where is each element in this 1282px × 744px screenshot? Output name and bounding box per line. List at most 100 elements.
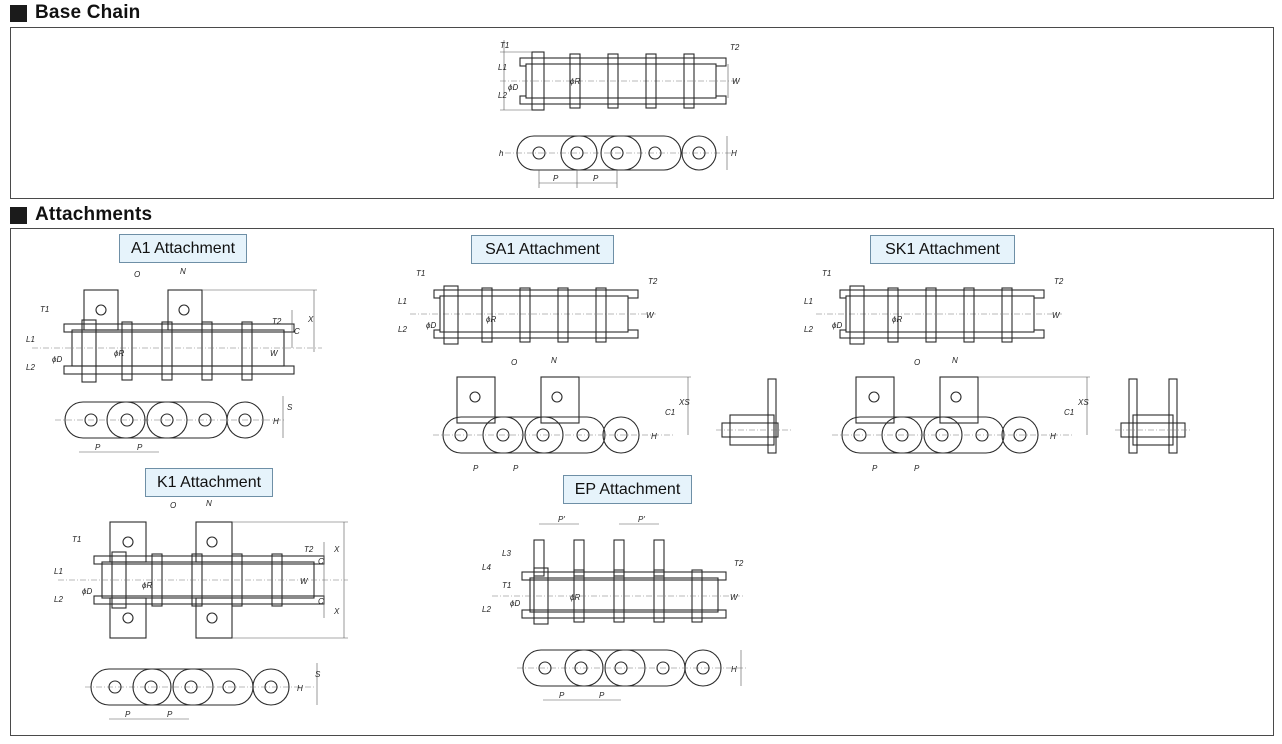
dim-L2: L2 — [398, 325, 407, 334]
dim-P: P — [137, 443, 143, 452]
dim-W: W — [646, 311, 655, 320]
dim-Pp: P' — [638, 515, 645, 524]
dim-H: H — [731, 149, 737, 158]
dim-XS: XS — [678, 398, 690, 407]
sa1-side-view: O N C1 XS H P P — [433, 356, 691, 473]
dim-C: C — [318, 597, 324, 606]
dim-R: ϕR — [142, 581, 152, 590]
base-chain-title: Base Chain — [35, 2, 141, 23]
attachments-header: Attachments — [10, 203, 152, 227]
dim-P: P — [95, 443, 101, 452]
dim-T2: T2 — [272, 317, 282, 326]
dim-T1: T1 — [502, 581, 511, 590]
dim-P: P — [593, 174, 599, 183]
dim-T1: T1 — [72, 535, 81, 544]
dim-P: P — [167, 710, 173, 719]
dim-XS: XS — [1077, 398, 1089, 407]
dim-L1: L1 — [398, 297, 407, 306]
dim-T2: T2 — [730, 43, 740, 52]
dim-D: ϕD — [510, 599, 520, 608]
dim-R: ϕR — [114, 349, 124, 358]
section-square-icon — [10, 206, 27, 224]
dim-L2: L2 — [498, 91, 507, 100]
dim-L2: L2 — [54, 595, 63, 604]
dim-T2: T2 — [1054, 277, 1064, 286]
dim-P: P — [914, 464, 920, 473]
dim-D: ϕD — [832, 321, 842, 330]
dim-C1: C1 — [1064, 408, 1074, 417]
dim-L1: L1 — [804, 297, 813, 306]
dim-R: ϕR — [486, 315, 496, 324]
dim-h: h — [499, 149, 504, 158]
sk1-side-view: O N C1 XS H P P — [832, 356, 1090, 473]
dim-W: W — [270, 349, 279, 358]
section-square-icon — [10, 4, 27, 22]
sa1-end-view — [716, 378, 791, 454]
sk1-attachment-label: SK1 Attachment — [870, 235, 1015, 264]
dim-P: P — [513, 464, 519, 473]
dim-L2: L2 — [804, 325, 813, 334]
dim-R: ϕR — [570, 77, 580, 86]
dim-L4: L4 — [482, 563, 491, 572]
dim-S: S — [287, 403, 293, 412]
sk1-top-view: T1 L1 L2 ϕD ϕR T2 W — [804, 269, 1064, 345]
dim-N: N — [180, 267, 186, 276]
dim-R: ϕR — [892, 315, 902, 324]
dim-T1: T1 — [416, 269, 425, 278]
dim-D: ϕD — [52, 355, 62, 364]
k1-side-view: P P S H — [85, 663, 321, 720]
dim-D: ϕD — [426, 321, 436, 330]
sa1-top-view: T1 L1 L2 ϕD ϕR T2 W — [398, 269, 658, 345]
a1-top-view: O N T1 L1 L2 ϕD ϕR T2 C X W — [26, 267, 322, 383]
dim-W: W — [300, 577, 309, 586]
dim-D: ϕD — [82, 587, 92, 596]
dim-O: O — [134, 270, 140, 279]
base-chain-side-view: P P h H — [499, 135, 737, 188]
dim-X: X — [307, 315, 314, 324]
dim-W: W — [1052, 311, 1061, 320]
dim-S: S — [315, 670, 321, 679]
dim-O: O — [511, 358, 517, 367]
dim-H: H — [651, 432, 657, 441]
dim-C: C — [294, 327, 300, 336]
dim-T2: T2 — [304, 545, 314, 554]
dim-O: O — [914, 358, 920, 367]
ep-side-view: P P H — [517, 649, 747, 701]
dim-L1: L1 — [498, 63, 507, 72]
dim-N: N — [952, 356, 958, 365]
dim-P: P — [553, 174, 559, 183]
dim-L3: L3 — [502, 549, 511, 558]
attachments-title: Attachments — [35, 204, 153, 225]
base-chain-top-view: L1 L2 T1 T2 W ϕD ϕR — [498, 40, 741, 111]
dim-T2: T2 — [734, 559, 744, 568]
dim-W: W — [732, 77, 741, 86]
base-chain-header: Base Chain — [10, 1, 140, 25]
dim-T1: T1 — [822, 269, 831, 278]
k1-attachment-label: K1 Attachment — [145, 468, 273, 497]
dim-L1: L1 — [54, 567, 63, 576]
dim-P: P — [599, 691, 605, 700]
dim-P: P — [559, 691, 565, 700]
ep-attachment-label: EP Attachment — [563, 475, 692, 504]
a1-side-view: P P S H — [55, 396, 293, 453]
dim-C1: C1 — [665, 408, 675, 417]
dim-P: P — [473, 464, 479, 473]
dim-H: H — [731, 665, 737, 674]
sa1-attachment-label: SA1 Attachment — [471, 235, 614, 264]
dim-D: ϕD — [508, 83, 518, 92]
k1-top-view: O N T1 L1 L2 ϕD ϕR T2 C X W C X — [54, 499, 348, 639]
dim-X: X — [333, 545, 340, 554]
dim-T1: T1 — [40, 305, 49, 314]
dim-N: N — [551, 356, 557, 365]
dim-X: X — [333, 607, 340, 616]
dim-R: ϕR — [570, 593, 580, 602]
dim-L2: L2 — [26, 363, 35, 372]
dim-T2: T2 — [648, 277, 658, 286]
dim-W: W — [730, 593, 739, 602]
sk1-end-view — [1115, 378, 1190, 454]
dim-P: P — [872, 464, 878, 473]
dim-N: N — [206, 499, 212, 508]
dim-T1: T1 — [500, 41, 509, 50]
dim-C: C — [318, 557, 324, 566]
dim-H: H — [297, 684, 303, 693]
